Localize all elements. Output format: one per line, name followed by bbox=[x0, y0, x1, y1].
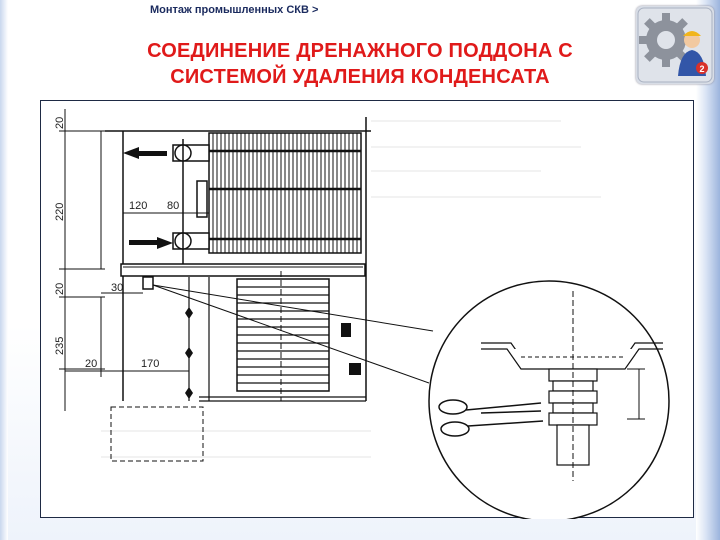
dim-vertical-4: 235 bbox=[54, 337, 66, 355]
dim-horizontal-5: 170 bbox=[141, 358, 159, 370]
dim-horizontal-3: 30 bbox=[111, 282, 123, 294]
drain-connection-diagram: 20 220 20 235 bbox=[40, 100, 694, 519]
gear-worker-icon: 2 bbox=[636, 6, 714, 84]
breadcrumb[interactable]: Монтаж промышленных СКВ > bbox=[150, 4, 319, 16]
dim-vertical-2: 220 bbox=[54, 203, 66, 221]
dim-horizontal-1: 120 bbox=[129, 200, 147, 212]
slide-title-line-2: СИСТЕМОЙ УДАЛЕНИЯ КОНДЕНСАТА bbox=[170, 66, 550, 88]
dim-horizontal-2: 80 bbox=[167, 200, 179, 212]
slide-title-line-1: СОЕДИНЕНИЕ ДРЕНАЖНОГО ПОДДОНА С bbox=[147, 40, 573, 62]
arrow-left-icon bbox=[123, 147, 167, 159]
arrow-right-icon bbox=[129, 237, 173, 249]
dim-vertical-1: 20 bbox=[54, 117, 66, 129]
slide-left-frame bbox=[0, 0, 8, 540]
dim-horizontal-4: 20 bbox=[85, 358, 97, 370]
logo-badge: 2 bbox=[699, 64, 704, 74]
slide-title: СОЕДИНЕНИЕ ДРЕНАЖНОГО ПОДДОНА С СИСТЕМОЙ… bbox=[80, 38, 640, 90]
slide-right-frame bbox=[696, 0, 720, 540]
dim-vertical-3: 20 bbox=[54, 283, 66, 295]
scissors-icon bbox=[438, 399, 544, 437]
